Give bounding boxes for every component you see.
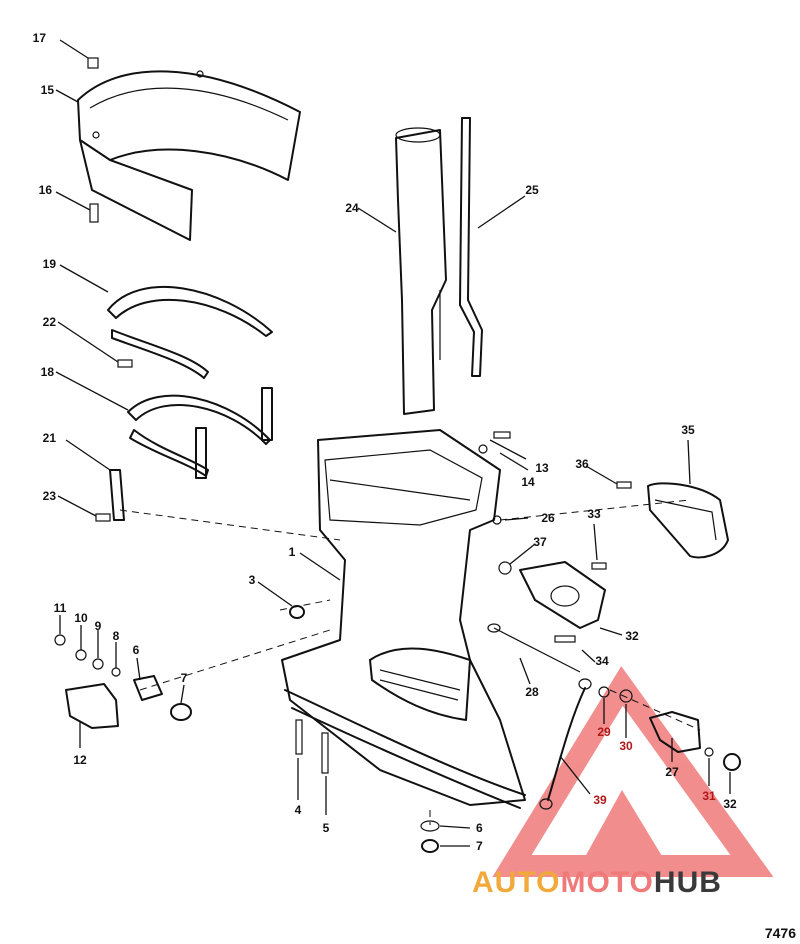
callout-30: 30 <box>619 739 633 753</box>
part-21-plate <box>107 285 273 379</box>
callout-5: 5 <box>323 821 330 835</box>
watermark-moto: MOTO <box>560 866 653 899</box>
callout-15: 13 <box>535 461 549 475</box>
part-25-water-tube <box>459 117 483 377</box>
callout-39: 39 <box>593 793 607 807</box>
part-18-screw <box>89 203 99 223</box>
part-37-screw <box>616 481 632 489</box>
svg-text:AUTOMOTOHUB: AUTOMOTOHUB <box>472 866 722 899</box>
callout-7: 7 <box>476 839 483 853</box>
callout-19: 17 <box>33 31 47 45</box>
callout-36: 35 <box>681 423 695 437</box>
part-23-screw-lower <box>95 513 111 522</box>
callout-25: 25 <box>525 183 539 197</box>
callout-10: 8 <box>113 629 120 643</box>
watermark-hub: HUB <box>654 866 722 899</box>
part-11-washer <box>92 658 104 670</box>
callout-37: 36 <box>575 457 589 471</box>
callout-14: 12 <box>73 753 87 767</box>
part-10-washer <box>111 667 121 677</box>
callout-12: 10 <box>74 611 88 625</box>
callout-16: 14 <box>521 475 535 489</box>
callout-18: 16 <box>39 183 53 197</box>
callout-27: 27 <box>665 765 679 779</box>
callout-20: 18 <box>41 365 55 379</box>
part-8-anode <box>133 675 163 701</box>
part-23-screw-upper <box>117 359 133 368</box>
callout-9: 7 <box>181 671 188 685</box>
part-5-stud <box>321 732 329 774</box>
callout-31: 31 <box>702 789 716 803</box>
callout-23-upper: 22 <box>43 315 57 329</box>
part-32-nut <box>723 753 741 771</box>
part-33-housing <box>519 561 606 629</box>
callout-labels: 17 15 16 19 22 18 21 23 1 3 11 10 9 8 6 … <box>33 31 737 853</box>
part-30-washer <box>619 689 633 703</box>
callout-8: 6 <box>133 643 140 657</box>
callout-33: 32 <box>625 629 639 643</box>
callout-1: 1 <box>289 545 296 559</box>
callout-26: 26 <box>541 511 555 525</box>
callout-13: 11 <box>54 601 67 615</box>
part-20-plate <box>127 387 273 479</box>
watermark-text: AUTOMOTOHUB <box>472 866 722 899</box>
callout-3: 3 <box>249 573 256 587</box>
part-29-washer <box>598 686 610 698</box>
callout-11: 9 <box>95 619 102 633</box>
part-27-solenoid <box>649 711 701 753</box>
part-24-driveshaft-housing <box>395 127 447 415</box>
part-38-plug <box>498 561 512 575</box>
callout-35: 34 <box>595 654 609 668</box>
part-13-nut <box>54 634 66 646</box>
callout-24: 24 <box>345 201 359 215</box>
part-17-cowl <box>77 70 301 241</box>
part-3-grommet <box>289 605 305 619</box>
callout-29: 29 <box>597 725 611 739</box>
assembly-lines <box>119 499 701 825</box>
callout-22: 21 <box>43 431 57 445</box>
figure-number: 7476 <box>765 925 796 941</box>
leader-lines <box>55 39 731 847</box>
part-16-washer <box>478 444 488 454</box>
callout-17: 15 <box>41 83 55 97</box>
part-14-bracket <box>65 683 119 729</box>
watermark-logo <box>492 666 774 877</box>
part-28-bolt <box>487 623 581 673</box>
part-12-washer <box>75 649 87 661</box>
part-22-clip <box>109 469 125 521</box>
watermark-auto: AUTO <box>472 866 560 899</box>
part-39-cable <box>539 678 592 810</box>
callout-6: 6 <box>476 821 483 835</box>
part-6-washer <box>420 820 440 832</box>
part-1-main-housing <box>281 429 526 809</box>
callout-28: 28 <box>525 685 539 699</box>
part-9-cap <box>170 703 192 721</box>
part-7-nut <box>421 839 439 853</box>
callout-23-lower: 23 <box>43 489 57 503</box>
part-15-screw <box>493 431 511 439</box>
callout-34: 33 <box>587 507 601 521</box>
part-34-screw <box>591 562 607 570</box>
callout-21: 19 <box>43 257 57 271</box>
part-31-washer <box>704 747 714 757</box>
callout-32: 32 <box>723 797 737 811</box>
callout-4: 4 <box>295 803 302 817</box>
callout-38: 37 <box>533 535 547 549</box>
part-19-nut <box>87 57 99 69</box>
part-36-cover <box>647 482 729 559</box>
part-35-bolt <box>554 635 576 643</box>
part-4-stud <box>295 719 303 755</box>
